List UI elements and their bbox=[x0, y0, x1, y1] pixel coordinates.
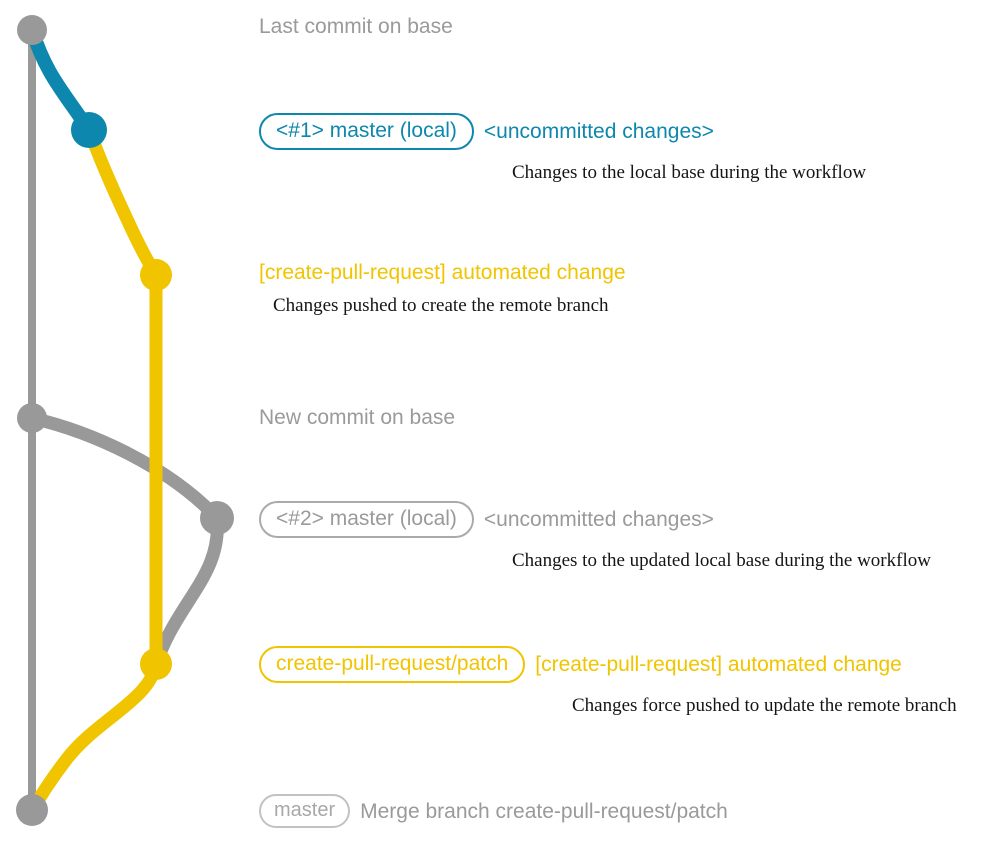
commit-row-master-local-2: <#2> master (local) <uncommitted changes… bbox=[259, 501, 931, 570]
branch-ref-pill-master[interactable]: master bbox=[259, 794, 351, 828]
remote-merge-line bbox=[25, 657, 163, 817]
local-branch-2-line bbox=[25, 411, 224, 525]
merge-node[interactable] bbox=[16, 794, 48, 826]
commit-row-merge-commit: master Merge branch create-pull-request/… bbox=[259, 794, 728, 828]
commit-head: [create-pull-request] automated change bbox=[259, 262, 626, 283]
commit-subject: New commit on base bbox=[259, 406, 456, 429]
commit-head: <#2> master (local) <uncommitted changes… bbox=[259, 501, 931, 538]
remote-commit-2-node[interactable] bbox=[140, 648, 172, 680]
commit-subject: <uncommitted changes> bbox=[483, 120, 714, 143]
branch-ref-pill-master-local-1[interactable]: <#1> master (local) bbox=[259, 113, 474, 150]
commit-description: Changes to the local base during the wor… bbox=[512, 162, 867, 183]
commit-description: Changes force pushed to update the remot… bbox=[572, 695, 957, 716]
commit-subject: Merge branch create-pull-request/patch bbox=[360, 799, 728, 823]
commit-subject: [create-pull-request] automated change bbox=[535, 653, 902, 676]
commit-row-last-commit-on-base: Last commit on base bbox=[259, 16, 453, 37]
commit-row-new-commit-on-base: New commit on base bbox=[259, 407, 455, 428]
commit-description: Changes pushed to create the remote bran… bbox=[273, 295, 609, 316]
commit-subject: [create-pull-request] automated change bbox=[259, 261, 626, 284]
commit-row-master-local-1: <#1> master (local) <uncommitted changes… bbox=[259, 113, 866, 182]
base-update-node[interactable] bbox=[17, 403, 47, 433]
branch-ref-pill-master-local-2[interactable]: <#2> master (local) bbox=[259, 501, 474, 538]
commit-head: Last commit on base bbox=[259, 16, 453, 37]
commit-description: Changes to the updated local base during… bbox=[512, 550, 931, 571]
commit-subject: <uncommitted changes> bbox=[483, 508, 714, 531]
local-to-remote-2-line bbox=[149, 511, 224, 671]
local-commit-1-node[interactable] bbox=[71, 112, 107, 148]
commit-subject: Last commit on base bbox=[259, 15, 453, 38]
commit-row-automated-change-2: create-pull-request/patch [create-pull-r… bbox=[259, 646, 957, 715]
branch-ref-pill-create-pull-request-patch[interactable]: create-pull-request/patch bbox=[259, 646, 526, 683]
base-head-node[interactable] bbox=[17, 15, 47, 45]
commit-head: New commit on base bbox=[259, 407, 455, 428]
commit-head: master Merge branch create-pull-request/… bbox=[259, 794, 728, 828]
remote-commit-1-node[interactable] bbox=[140, 259, 172, 291]
commit-head: create-pull-request/patch [create-pull-r… bbox=[259, 646, 957, 683]
local-commit-2-node[interactable] bbox=[200, 501, 234, 535]
commit-row-automated-change-1: [create-pull-request] automated change C… bbox=[259, 262, 626, 315]
commit-head: <#1> master (local) <uncommitted changes… bbox=[259, 113, 866, 150]
